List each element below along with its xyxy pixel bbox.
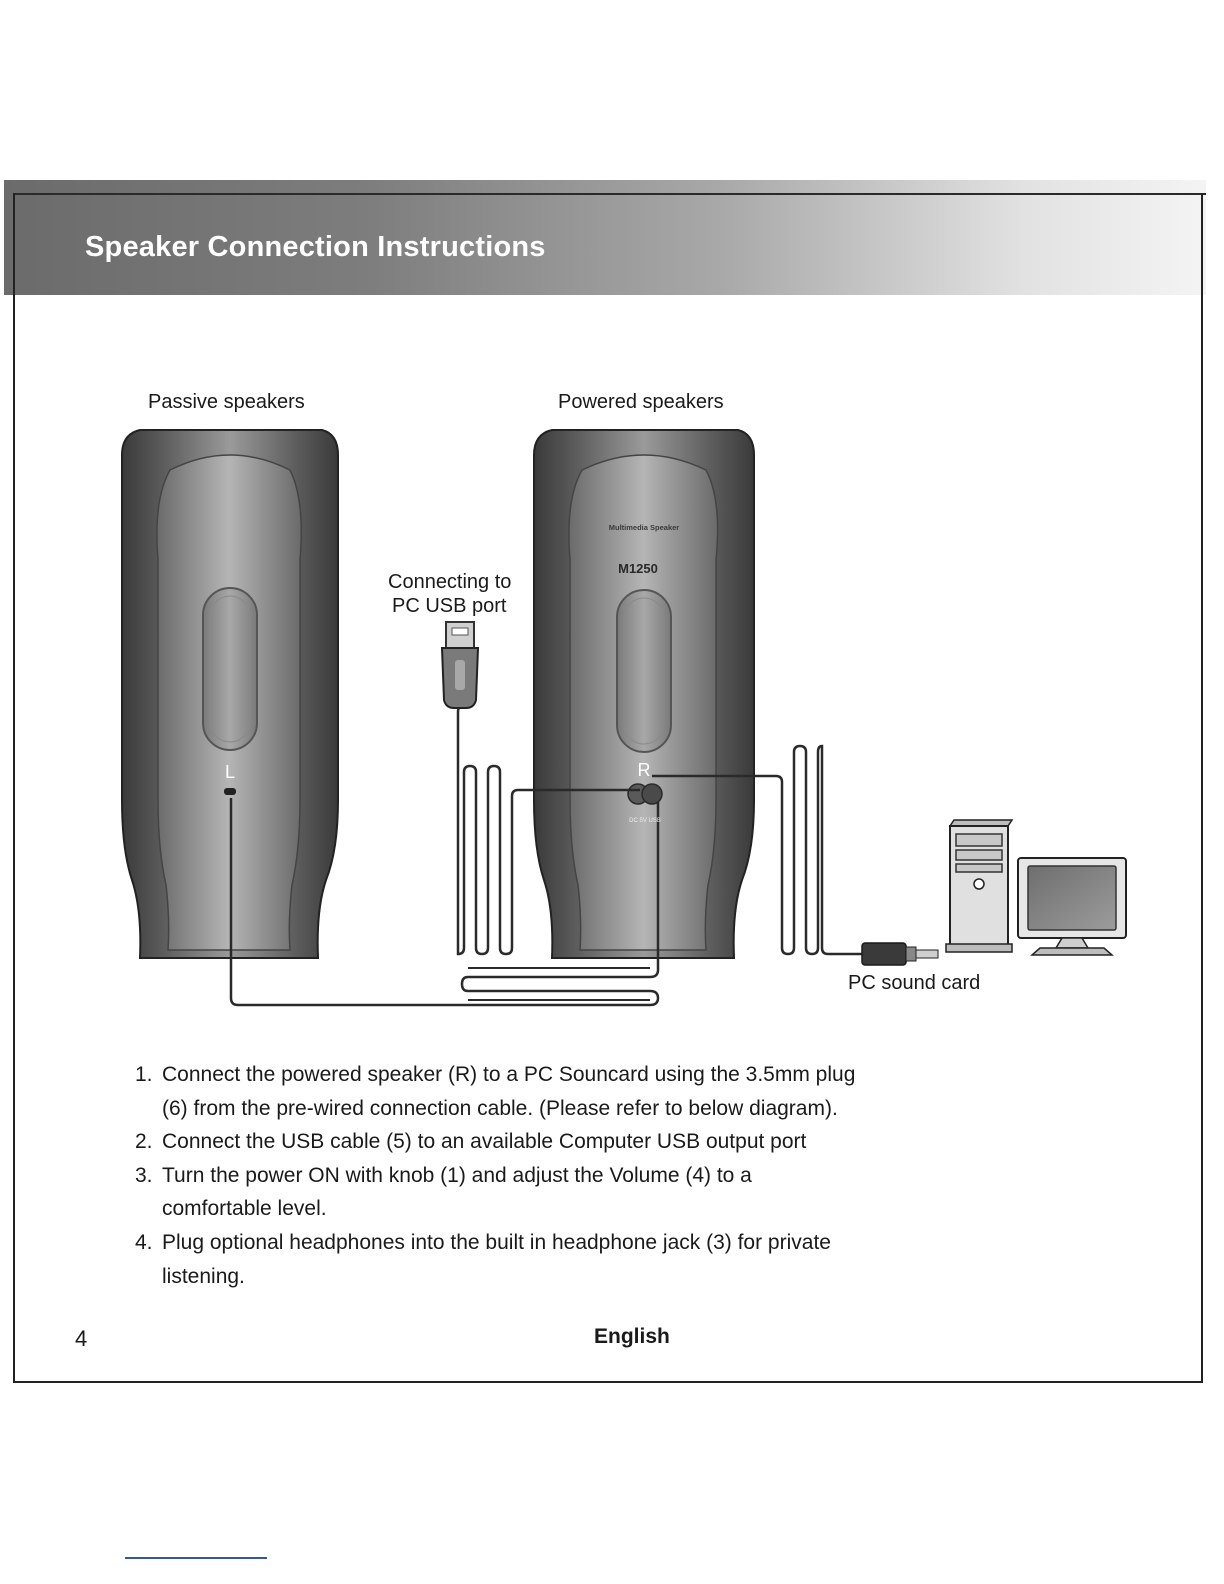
cable-coil-horizontal: [460, 802, 660, 1007]
instruction-text: listening.: [162, 1264, 245, 1288]
pc-tower-drive-bay-2: [955, 849, 1003, 861]
footer-language: English: [594, 1325, 670, 1348]
monitor-screen: [1027, 865, 1117, 931]
header-rule: [13, 193, 1206, 195]
audio-cable: [652, 744, 862, 956]
passive-speaker-slot-inner: [209, 595, 251, 743]
instruction-text: Connect the powered speaker (R) to a PC …: [162, 1063, 856, 1086]
instruction-number: 1.: [135, 1063, 153, 1086]
instruction-number: 4.: [135, 1230, 153, 1254]
pc-tower-drive-bay-1: [955, 833, 1003, 847]
passive-speaker-jack: [224, 788, 236, 795]
powered-speaker: [533, 429, 755, 959]
instruction-text: comfortable level.: [162, 1197, 327, 1221]
usb-plug: [440, 621, 480, 709]
model-text: M1250: [618, 561, 658, 576]
audio-plug-body: [861, 942, 907, 966]
port-text: DC 5V USB: [629, 818, 661, 824]
soundcard-label: PC sound card: [848, 972, 981, 994]
instruction-text: Plug optional headphones into the built …: [162, 1230, 831, 1254]
instruction-item: 3. Turn the power ON with knob (1) and a…: [135, 1159, 955, 1226]
instruction-text: Turn the power ON with knob (1) and adju…: [162, 1163, 752, 1187]
usb-port-label-line1: Connecting to: [388, 571, 512, 593]
powered-speakers-label: Powered speakers: [558, 391, 724, 413]
monitor-base: [1030, 947, 1114, 956]
pc-tower-power-button: [973, 878, 985, 890]
pc-tower-base: [945, 943, 1013, 953]
monitor-stand: [1054, 937, 1090, 949]
passive-speaker-slot: [202, 587, 258, 751]
instruction-item: 2. Connect the USB cable (5) to an avail…: [135, 1125, 955, 1159]
audio-plug-collar: [905, 946, 917, 962]
passive-speakers-label: Passive speakers: [148, 391, 305, 413]
powered-speaker-slot-inner: [623, 597, 665, 745]
instruction-number: 3.: [135, 1163, 153, 1187]
page-title: Speaker Connection Instructions: [85, 231, 546, 263]
page-number: 4: [75, 1326, 88, 1351]
audio-plug-tip: [915, 949, 939, 959]
usb-cable: [456, 700, 640, 956]
powered-channel-label: R: [638, 760, 651, 780]
pc-tower-drive-bay-3: [955, 863, 1003, 873]
instruction-item: 4. Plug optional headphones into the bui…: [135, 1226, 955, 1293]
passive-speaker: [121, 429, 339, 959]
instruction-number: 2.: [135, 1130, 153, 1154]
instruction-list: 1. Connect the powered speaker (R) to a …: [135, 1058, 955, 1293]
speaker-link-cable: [229, 798, 650, 1007]
usb-plug-tab: [451, 627, 469, 636]
power-knob: [641, 783, 663, 805]
passive-channel-label: L: [225, 762, 235, 782]
page-frame: [13, 193, 1203, 1383]
instruction-text: Connect the USB cable (5) to an availabl…: [162, 1130, 807, 1154]
usb-port-label-line2: PC USB port: [392, 595, 507, 617]
audio-plug: [861, 942, 939, 966]
powered-speaker-slot: [616, 589, 672, 753]
usb-plug-grip: [455, 660, 465, 690]
header-band: [4, 180, 1206, 295]
pc-tower: [945, 819, 1014, 953]
instruction-item: 1. Connect the powered speaker (R) to a …: [135, 1058, 955, 1125]
brand-text: Multimedia Speaker: [609, 523, 680, 532]
cable-coil-horizontal-outline: [468, 967, 650, 1001]
monitor: [1017, 857, 1127, 956]
bottom-rule: [125, 1557, 267, 1559]
instruction-text: (6) from the pre-wired connection cable.…: [162, 1096, 838, 1120]
